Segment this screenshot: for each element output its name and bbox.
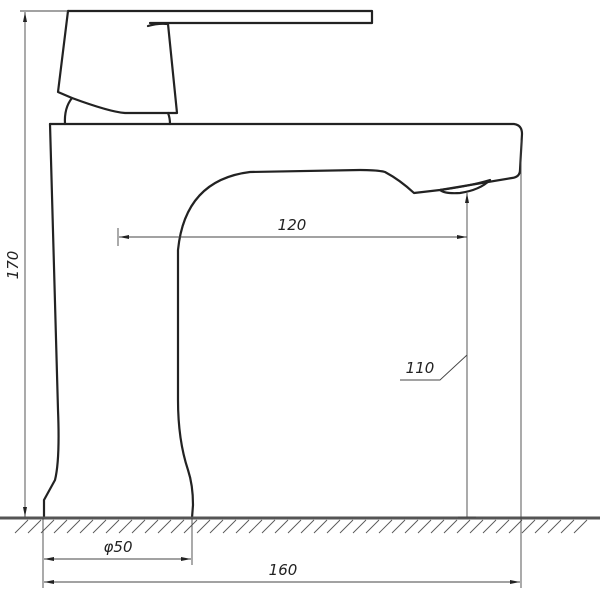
dimension-spout-reach: 120 [117, 216, 467, 246]
dimension-label-total-length: 160 [269, 561, 298, 579]
handle-lever [56, 9, 374, 126]
dimension-label-base-diameter: φ50 [104, 538, 133, 556]
dimension-total-height: 170 [4, 10, 68, 517]
dimension-spout-height: 110 [400, 193, 476, 518]
dimension-label-spout-reach: 120 [278, 216, 307, 234]
dimension-base-diameter: φ50 [42, 518, 193, 588]
ground-hatching [14, 519, 588, 534]
ground-line [0, 516, 600, 534]
dimension-label-spout-height: 110 [406, 359, 435, 377]
dimension-label-total-height: 170 [4, 251, 22, 280]
faucet-body [42, 122, 524, 520]
dimension-total-length: 160 [44, 140, 522, 588]
